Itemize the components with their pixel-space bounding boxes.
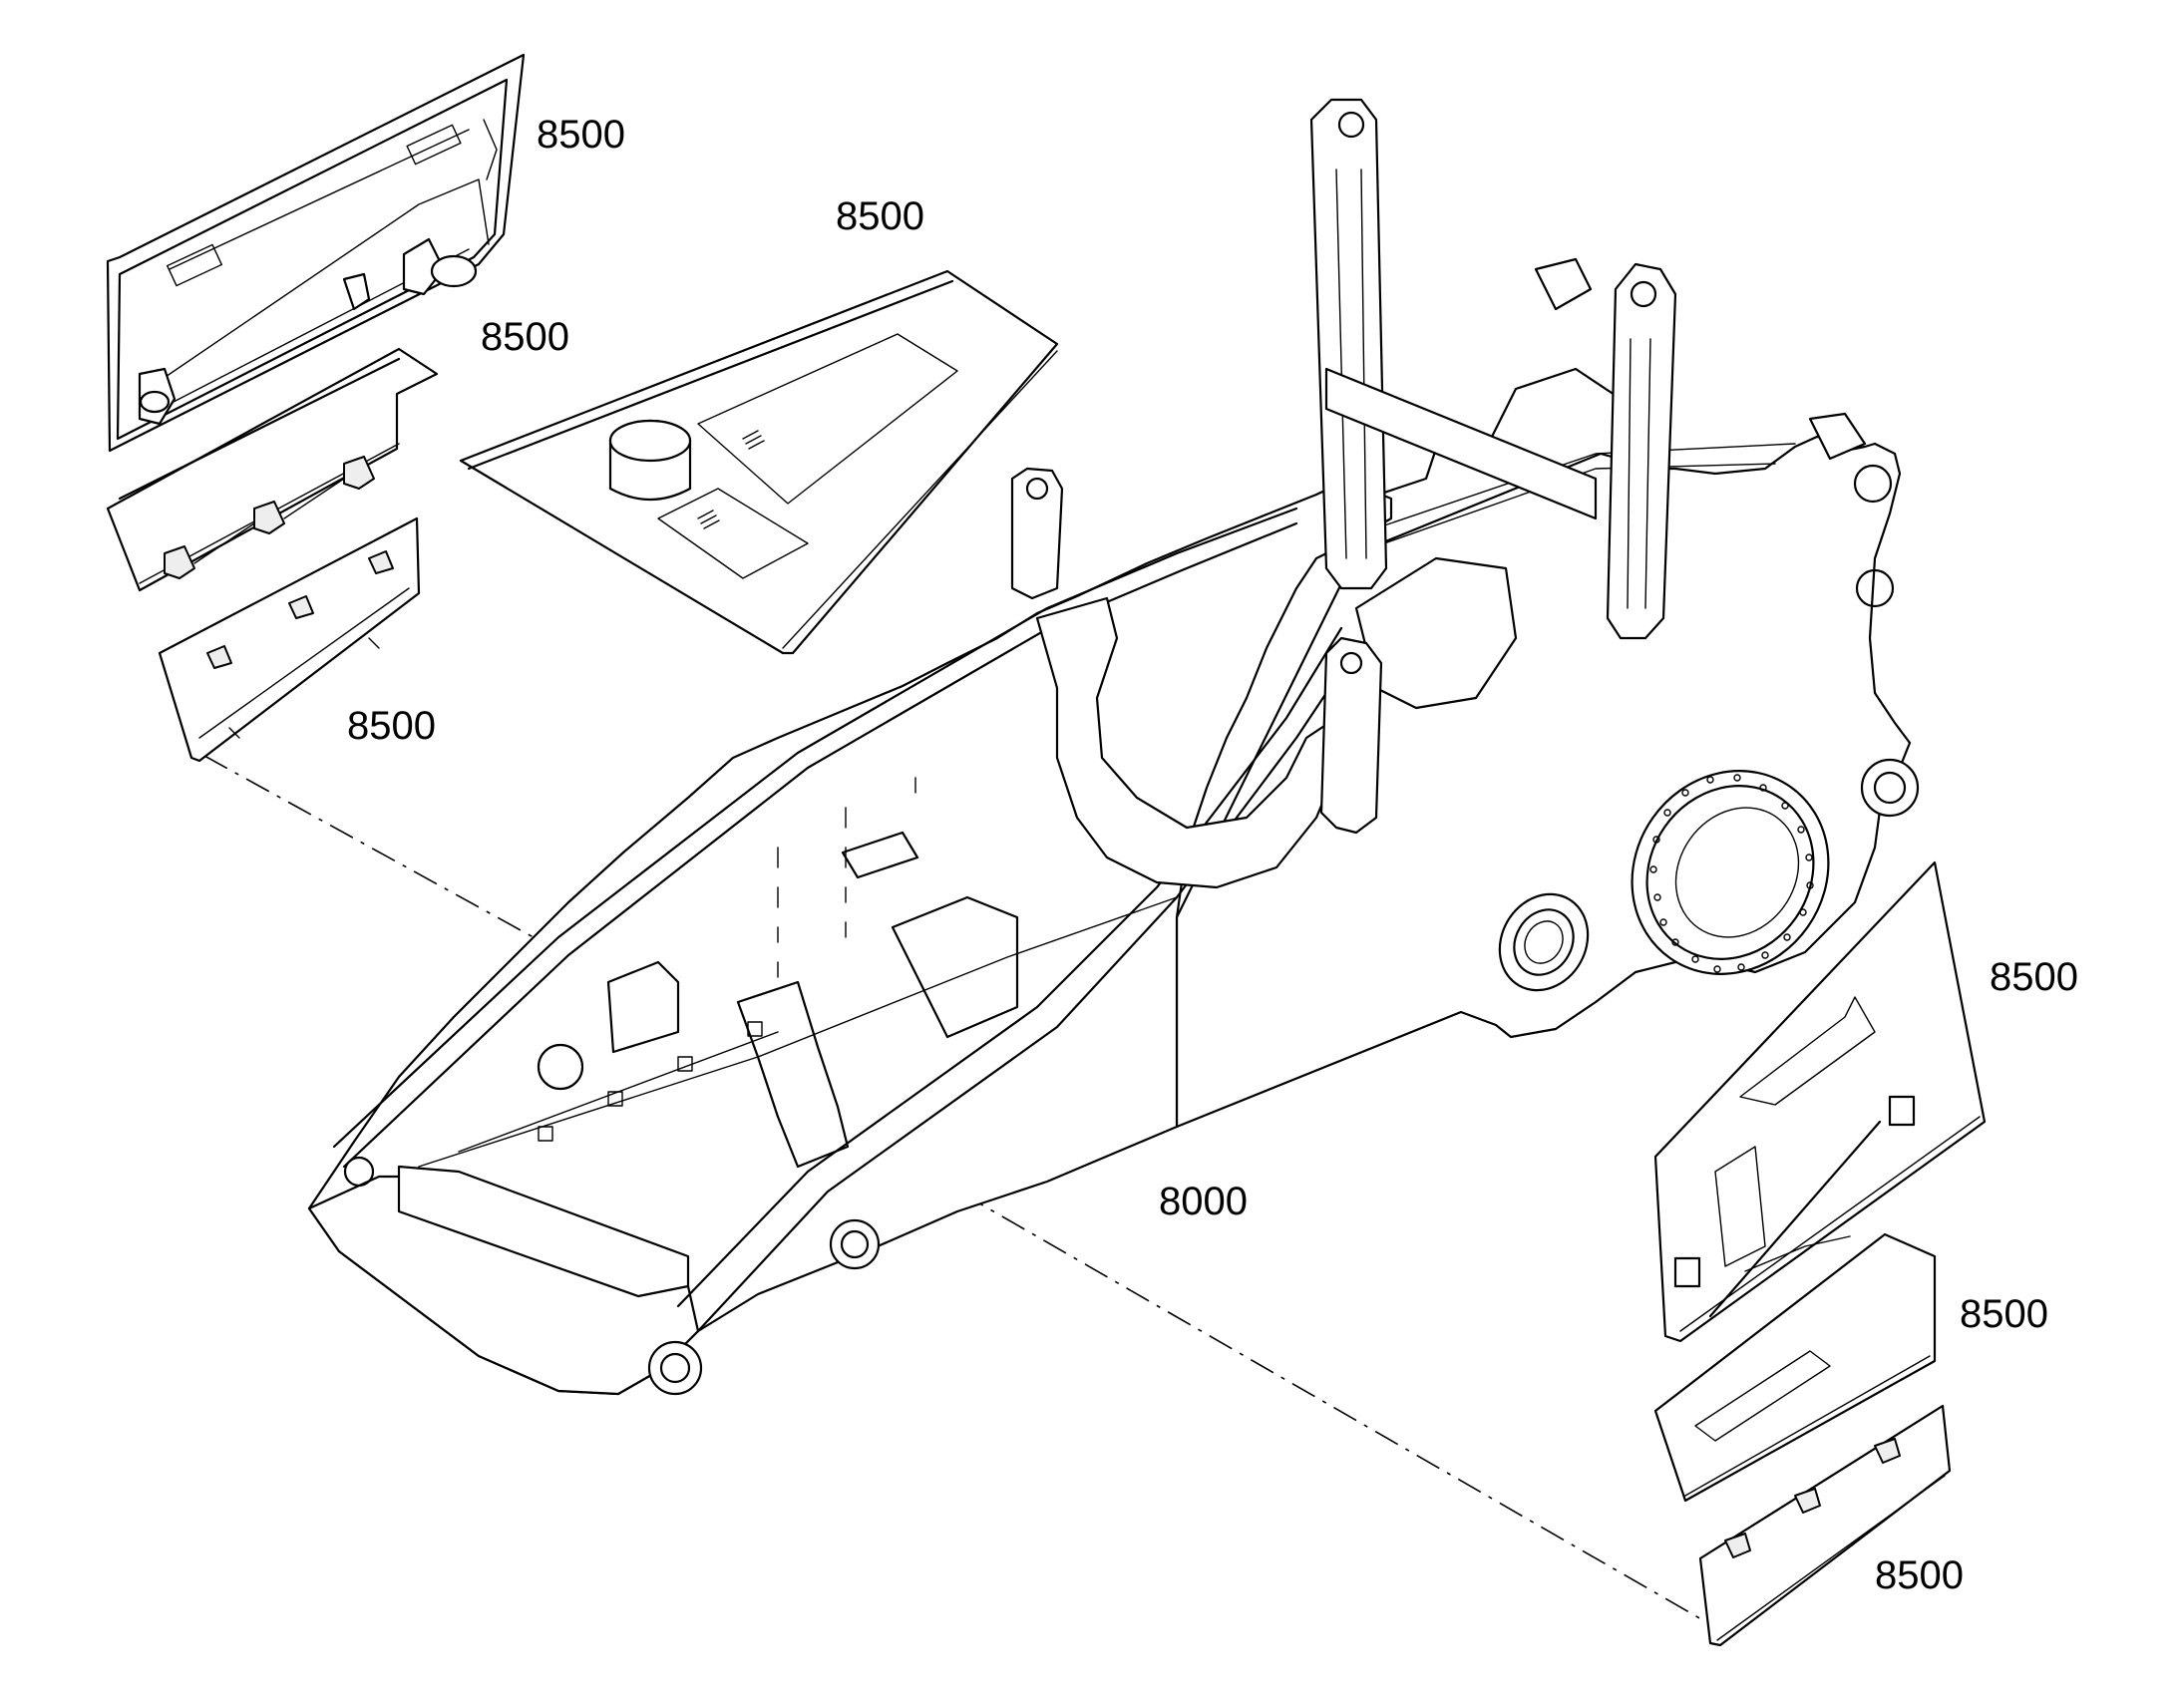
leader-lines	[203, 755, 1716, 1628]
right-upper-panel	[1653, 860, 1987, 1343]
callout-right-upper-panel: 8500	[1990, 955, 2078, 999]
right-mid-panel	[1653, 1232, 1937, 1503]
upright-arms	[1010, 98, 1867, 835]
callout-right-mid-panel: 8500	[1960, 1292, 2048, 1336]
main-frame	[307, 367, 1920, 1396]
callout-left-lower-panel: 8500	[347, 704, 436, 748]
callout-left-mid-panel: 8500	[481, 315, 569, 359]
callout-top-cover-plate: 8500	[836, 194, 924, 238]
left-lower-panel	[158, 516, 421, 763]
top-left-panel	[106, 53, 526, 453]
top-cover-plate	[459, 269, 1059, 655]
callout-top-left-panel: 8500	[537, 113, 625, 157]
callout-main-frame: 8000	[1159, 1180, 1248, 1223]
left-mid-panel	[106, 347, 439, 592]
callout-right-lower-panel: 8500	[1875, 1553, 1964, 1597]
right-lower-panel	[1698, 1404, 1952, 1647]
